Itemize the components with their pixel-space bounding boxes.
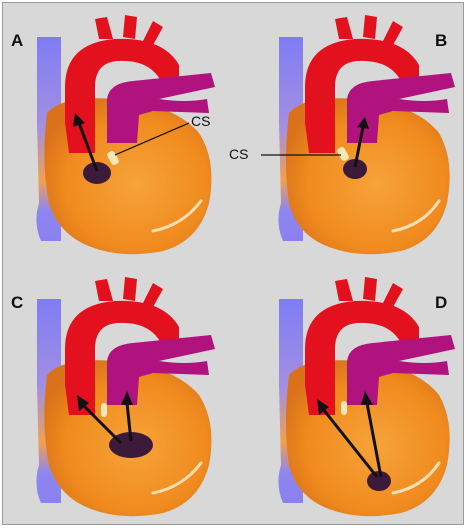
coronary-ostium <box>83 162 111 184</box>
heart-diagram-b <box>233 3 461 261</box>
panel-letter: C <box>11 293 24 313</box>
heart-diagram-d <box>233 265 461 523</box>
heart-diagram-c <box>3 265 231 523</box>
coronary-sinus <box>101 403 107 417</box>
heart-diagram-a <box>3 3 231 261</box>
cs-label: CS <box>191 113 210 129</box>
figure-frame: A CS <box>2 2 464 525</box>
panel-b: B CS <box>233 3 461 261</box>
panel-d: D <box>233 265 461 523</box>
cs-label: CS <box>229 146 248 162</box>
panel-c: C <box>3 265 231 523</box>
coronary-sinus <box>341 401 347 415</box>
panel-letter: B <box>435 31 448 51</box>
panel-letter: A <box>11 31 24 51</box>
panel-letter: D <box>435 293 448 313</box>
panel-a: A CS <box>3 3 231 261</box>
